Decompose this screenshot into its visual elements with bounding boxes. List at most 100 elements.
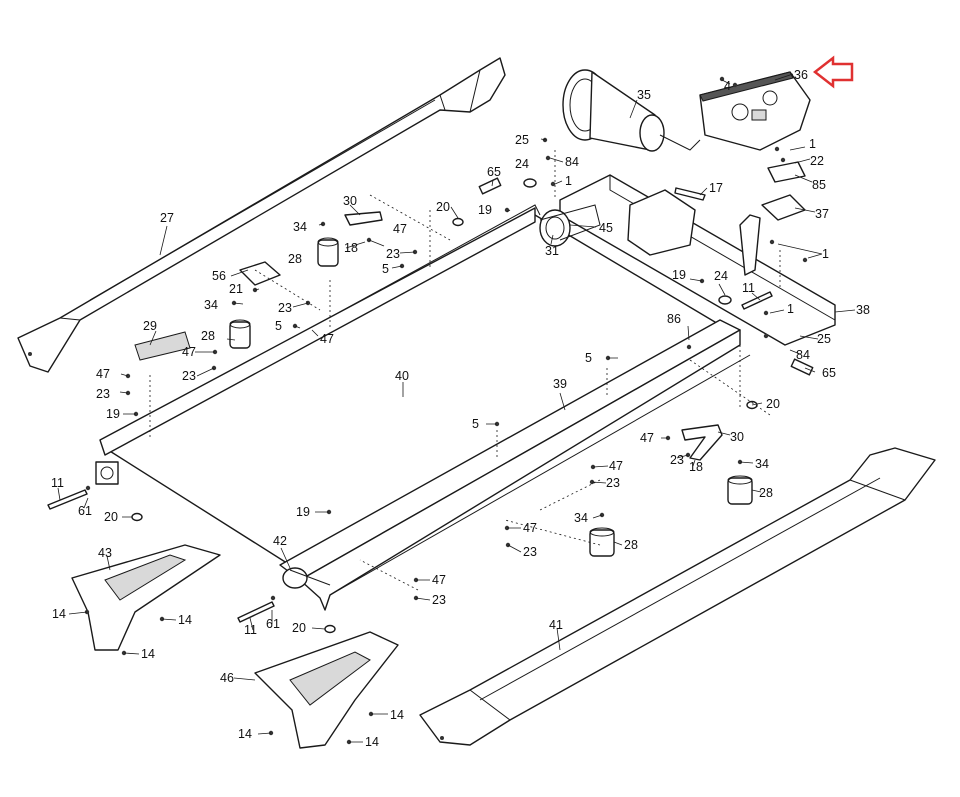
label-39: 39 xyxy=(553,377,567,391)
label-20: 20 xyxy=(104,510,118,524)
label-14: 14 xyxy=(141,647,155,661)
label-30: 30 xyxy=(343,194,357,208)
label-18: 18 xyxy=(344,241,358,255)
label-20: 20 xyxy=(292,621,306,635)
label-56: 56 xyxy=(212,269,226,283)
label-47: 47 xyxy=(96,367,110,381)
label-46: 46 xyxy=(220,671,234,685)
rear-roller xyxy=(282,567,331,589)
cushion-2 xyxy=(229,319,251,349)
bracket-85 xyxy=(767,161,806,183)
label-29: 29 xyxy=(143,319,157,333)
label-61: 61 xyxy=(266,617,280,631)
label-47: 47 xyxy=(182,345,196,359)
label-1: 1 xyxy=(822,247,829,261)
right-side-rail xyxy=(419,447,936,746)
label-5: 5 xyxy=(382,262,389,276)
bracket-30-front xyxy=(681,424,723,461)
label-24: 24 xyxy=(515,157,529,171)
label-20: 20 xyxy=(766,397,780,411)
washer-24-rear xyxy=(523,178,537,188)
label-1: 1 xyxy=(787,302,794,316)
label-24: 24 xyxy=(714,269,728,283)
bolt-11-front xyxy=(741,291,773,310)
label-17: 17 xyxy=(709,181,723,195)
label-5: 5 xyxy=(275,319,282,333)
callout-labels: 36 4 35 1 22 85 37 1 17 25 84 24 1 65 45… xyxy=(51,68,870,749)
label-47: 47 xyxy=(432,573,446,587)
nut-20-a xyxy=(452,217,464,227)
label-14: 14 xyxy=(52,607,66,621)
label-11: 11 xyxy=(742,281,755,295)
cushion-3 xyxy=(727,475,753,505)
label-21: 21 xyxy=(229,282,243,296)
label-45: 45 xyxy=(599,221,613,235)
label-34: 34 xyxy=(293,220,307,234)
pin-65-rear xyxy=(478,177,502,195)
cushion-1 xyxy=(317,237,339,267)
nut-20-d xyxy=(324,624,336,634)
label-23: 23 xyxy=(96,387,110,401)
washer-24-front xyxy=(718,295,732,305)
label-18: 18 xyxy=(689,460,703,474)
label-34: 34 xyxy=(755,457,769,471)
label-40: 40 xyxy=(395,369,409,383)
label-47: 47 xyxy=(640,431,654,445)
label-1: 1 xyxy=(565,174,572,188)
bracket-30-rear xyxy=(344,211,383,226)
label-31: 31 xyxy=(545,244,559,258)
drive-motor xyxy=(562,69,701,152)
label-20: 20 xyxy=(436,200,450,214)
label-35: 35 xyxy=(637,88,651,102)
label-23: 23 xyxy=(278,301,292,315)
label-28: 28 xyxy=(624,538,638,552)
label-19: 19 xyxy=(106,407,120,421)
label-47: 47 xyxy=(393,222,407,236)
warning-decal xyxy=(134,331,191,361)
label-23: 23 xyxy=(670,453,684,467)
label-61: 61 xyxy=(78,504,92,518)
pin-65-front xyxy=(790,358,814,376)
label-14: 14 xyxy=(365,735,379,749)
label-47: 47 xyxy=(320,332,334,346)
label-47: 47 xyxy=(609,459,623,473)
label-23: 23 xyxy=(182,369,196,383)
assembly-guide-lines xyxy=(149,150,781,591)
label-28: 28 xyxy=(759,486,773,500)
label-4: 4 xyxy=(724,79,731,93)
bolt-11-left xyxy=(47,489,88,510)
front-roller-pulley xyxy=(539,204,601,247)
bolt-17 xyxy=(674,187,706,201)
label-86: 86 xyxy=(667,312,681,326)
label-5: 5 xyxy=(472,417,479,431)
bracket-37 xyxy=(761,194,806,221)
label-34: 34 xyxy=(204,298,218,312)
label-14: 14 xyxy=(178,613,192,627)
nut-20-c xyxy=(131,512,143,522)
right-rear-endcap xyxy=(254,631,399,749)
label-36: 36 xyxy=(794,68,808,82)
label-84: 84 xyxy=(565,155,579,169)
label-23: 23 xyxy=(432,593,446,607)
leader-lines xyxy=(57,73,856,743)
label-34: 34 xyxy=(574,511,588,525)
label-84: 84 xyxy=(796,348,810,362)
arrow-left-icon xyxy=(812,55,854,89)
label-23: 23 xyxy=(606,476,620,490)
label-37: 37 xyxy=(815,207,829,221)
label-19: 19 xyxy=(478,203,492,217)
label-19: 19 xyxy=(296,505,310,519)
cushion-4 xyxy=(589,527,615,557)
label-11: 11 xyxy=(51,476,64,490)
label-65: 65 xyxy=(822,366,836,380)
label-1: 1 xyxy=(809,137,816,151)
motor-controller-board xyxy=(699,71,811,151)
label-25: 25 xyxy=(817,332,831,346)
running-deck xyxy=(99,204,721,566)
left-side-rail xyxy=(17,57,506,373)
label-42: 42 xyxy=(273,534,287,548)
front-frame xyxy=(559,174,836,346)
label-85: 85 xyxy=(812,178,826,192)
label-25: 25 xyxy=(515,133,529,147)
